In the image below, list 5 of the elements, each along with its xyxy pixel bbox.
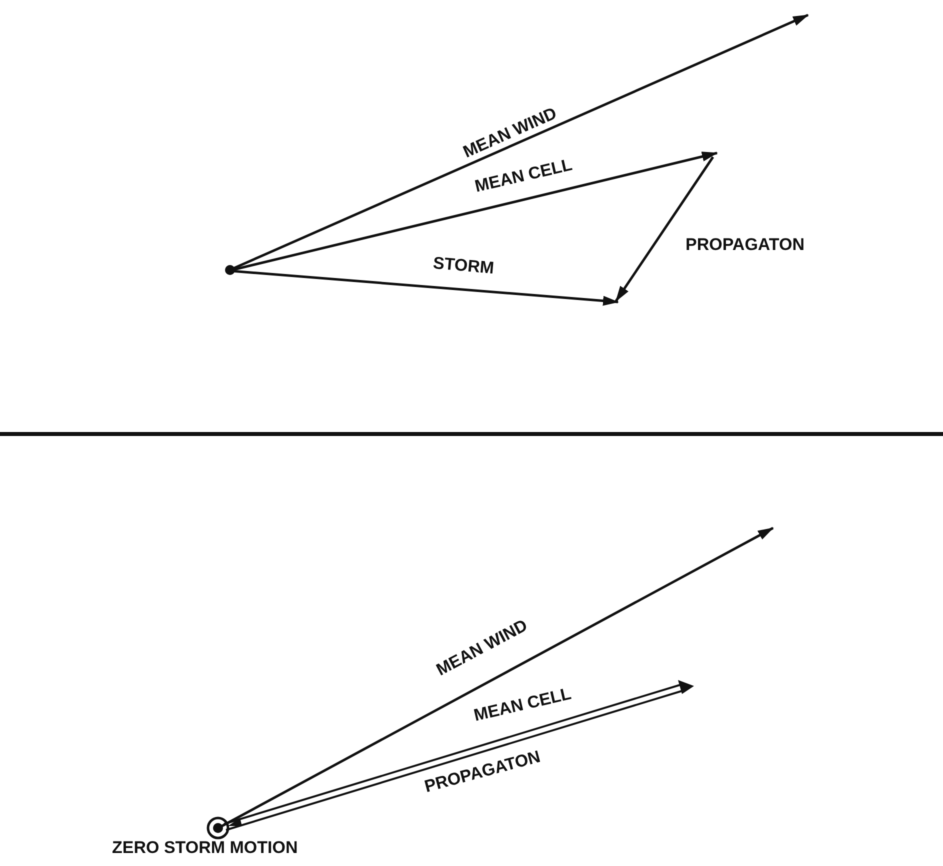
arrow-label: STORM: [432, 253, 494, 279]
arrow-label: PROPAGATON: [686, 235, 805, 255]
arrow-label: MEAN CELL: [472, 155, 574, 197]
arrow-label: ZERO STORM MOTION: [112, 838, 298, 858]
arrow-label: MEAN CELL: [472, 684, 573, 726]
